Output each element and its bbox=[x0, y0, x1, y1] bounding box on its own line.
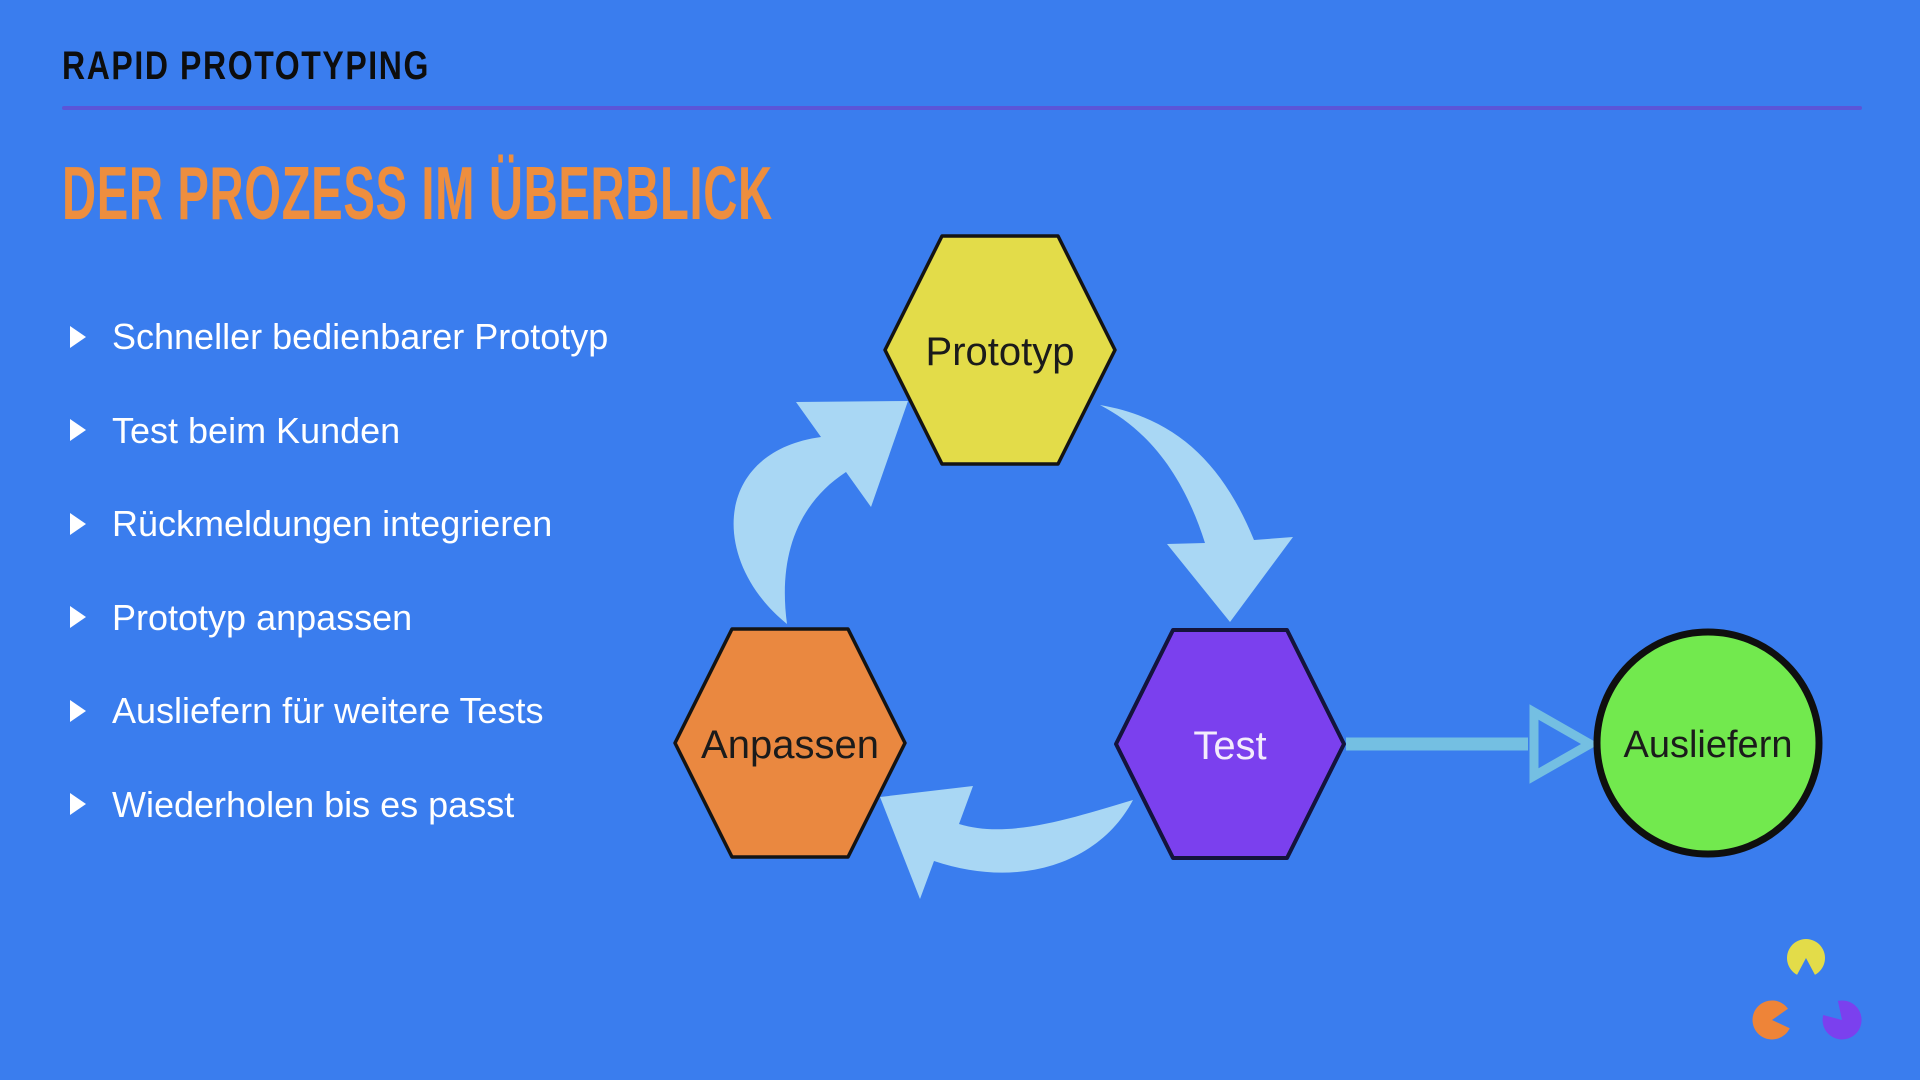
bullet-label: Ausliefern für weitere Tests bbox=[112, 690, 544, 732]
triangle-bullet-icon bbox=[70, 325, 86, 348]
hexagon-anpassen-label: Anpassen bbox=[701, 723, 879, 767]
bullet-item: Ausliefern für weitere Tests bbox=[62, 664, 742, 758]
bullet-item: Prototyp anpassen bbox=[62, 571, 742, 665]
hexagon-prototyp bbox=[883, 234, 1117, 466]
circle-ausliefern bbox=[1593, 628, 1823, 858]
bullet-label: Wiederholen bis es passt bbox=[112, 783, 515, 825]
triangle-bullet-icon bbox=[70, 512, 86, 535]
hexagon-prototyp-label: Prototyp bbox=[926, 330, 1075, 374]
eyebrow-title: RAPID PROTOTYPING bbox=[62, 44, 430, 88]
logo bbox=[1752, 939, 1862, 1040]
bullet-label: Rückmeldungen integrieren bbox=[112, 503, 553, 545]
curved-arrow-prototyp-to-test-icon bbox=[1100, 405, 1293, 622]
hexagon-test-label: Test bbox=[1193, 724, 1266, 768]
triangle-bullet-icon bbox=[70, 793, 86, 816]
triangle-bullet-icon bbox=[70, 699, 86, 722]
orange-pacman-icon bbox=[1752, 1000, 1790, 1040]
circle-ausliefern-label: Ausliefern bbox=[1624, 724, 1793, 766]
page-title: DER PROZESS IM ÜBERBLICK bbox=[62, 151, 773, 235]
hexagon-test bbox=[1114, 628, 1346, 860]
bullet-item: Test beim Kunden bbox=[62, 384, 742, 478]
bullet-label: Prototyp anpassen bbox=[112, 596, 413, 638]
triangle-bullet-icon bbox=[70, 419, 86, 442]
divider-line bbox=[62, 106, 1862, 110]
bullet-item: Rückmeldungen integrieren bbox=[62, 477, 742, 571]
hexagon-anpassen bbox=[673, 627, 907, 859]
curved-arrow-test-to-anpassen-icon bbox=[880, 786, 1133, 899]
purple-pacman-icon bbox=[1822, 1000, 1862, 1040]
bullet-list: Schneller bedienbarer Prototyp Test beim… bbox=[62, 290, 742, 851]
bullet-label: Schneller bedienbarer Prototyp bbox=[112, 316, 609, 358]
bullet-item: Schneller bedienbarer Prototyp bbox=[62, 290, 742, 384]
bullet-label: Test beim Kunden bbox=[112, 409, 401, 451]
straight-arrow-head-icon bbox=[1529, 704, 1600, 784]
yellow-pacman-icon bbox=[1787, 939, 1825, 975]
bullet-item: Wiederholen bis es passt bbox=[62, 758, 742, 852]
triangle-bullet-icon bbox=[70, 606, 86, 629]
curved-arrow-anpassen-to-prototyp-icon bbox=[733, 401, 908, 624]
